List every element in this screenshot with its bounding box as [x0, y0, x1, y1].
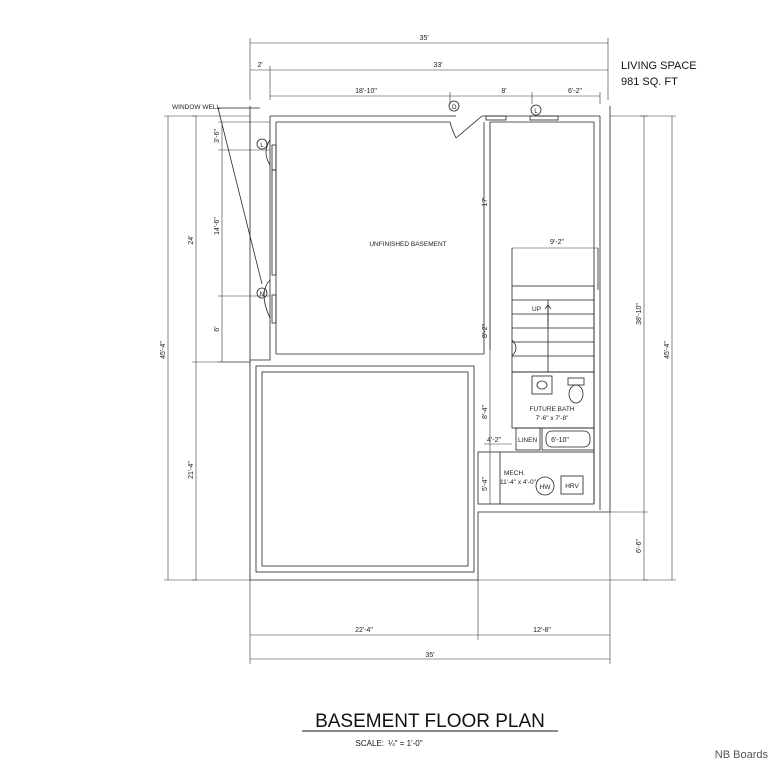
dim-top-overall: 35' — [419, 35, 428, 42]
dim-24: 24' — [188, 235, 195, 244]
dim-9-2: 9'-2" — [550, 239, 564, 246]
dim-right-overall: 45'-4" — [664, 341, 671, 359]
window — [271, 294, 277, 324]
dim-tub: 6'-10" — [551, 437, 569, 444]
foundation-outline — [249, 106, 611, 581]
dim-3-6: 3'-6" — [214, 129, 221, 143]
marker-l-label: L — [534, 108, 538, 115]
dim-6-2: 6'-2" — [568, 88, 582, 95]
door — [455, 115, 483, 139]
living-space-area: 981 SQ. FT — [621, 76, 678, 88]
dim-5-4: 5'-4" — [482, 477, 489, 491]
dim-6: 6' — [214, 326, 221, 331]
window — [485, 115, 507, 121]
dim-left-offset: 2' — [257, 62, 262, 69]
dim-33: 33' — [433, 62, 442, 69]
hw-tank — [535, 476, 555, 496]
mech-room — [477, 451, 595, 505]
marker-o — [448, 100, 460, 112]
marker-o-label: O — [451, 104, 456, 111]
scale-label: SCALE: — [356, 739, 384, 748]
linen-label: LINEN — [518, 437, 537, 444]
hrv-unit — [560, 475, 584, 495]
window-well — [263, 279, 271, 319]
hrv-label: HRV — [565, 483, 579, 490]
sink — [531, 375, 553, 395]
future-bath-size: 7'-6" x 7'-8" — [536, 415, 569, 422]
dim-22-4: 22'-4" — [355, 627, 373, 634]
living-space-label: LIVING SPACE — [621, 60, 697, 72]
window-well — [265, 139, 271, 166]
watermark: NB Boards — [714, 749, 768, 761]
dim-6-6: 6'-6" — [636, 539, 643, 553]
tub — [541, 427, 595, 451]
future-bath-label: FUTURE BATH — [529, 406, 574, 413]
marker-n-label: N — [260, 291, 265, 298]
toilet-bowl — [568, 384, 584, 404]
dim-4-2: 4'-2" — [487, 437, 501, 444]
window — [529, 115, 559, 121]
garage-slab — [255, 365, 475, 573]
window — [271, 169, 277, 276]
stairs-up-label: UP — [532, 306, 541, 313]
dim-bottom-overall: 35' — [425, 652, 434, 659]
dim-18-10: 18'-10" — [355, 88, 377, 95]
marker-n — [256, 287, 268, 299]
marker-l — [256, 138, 268, 150]
hw-label: HW — [540, 484, 552, 491]
window-well-label: WINDOW WELL — [172, 104, 220, 111]
dim-12-8: 12'-8" — [533, 627, 551, 634]
scale-value: ¼" = 1'-0" — [388, 739, 423, 748]
unfinished-basement-label: UNFINISHED BASEMENT — [369, 241, 446, 248]
dim-17: 17' — [482, 197, 489, 206]
toilet-tank — [567, 377, 585, 386]
linen-closet — [515, 427, 541, 451]
mech-size: 11'-4" x 4'-0" — [500, 479, 537, 486]
mech-label: MECH. — [504, 470, 525, 477]
dim-8-4: 8'-4" — [482, 405, 489, 419]
dim-14-6: 14'-6" — [214, 217, 221, 235]
plan-title: BASEMENT FLOOR PLAN — [315, 711, 545, 732]
sink-basin — [536, 380, 548, 390]
dim-8: 8' — [501, 88, 506, 95]
exterior-wall-outer — [250, 116, 271, 361]
dimension-lines — [164, 38, 676, 664]
window — [271, 144, 277, 171]
marker-l-label: L — [260, 142, 264, 149]
stairs — [511, 285, 595, 373]
dim-38-10: 38'-10" — [636, 303, 643, 325]
marker-l — [530, 104, 542, 116]
dim-left-overall: 45'-4" — [160, 341, 167, 359]
dim-8-2: 8'-2" — [482, 324, 489, 338]
dim-21-4: 21'-4" — [188, 461, 195, 479]
